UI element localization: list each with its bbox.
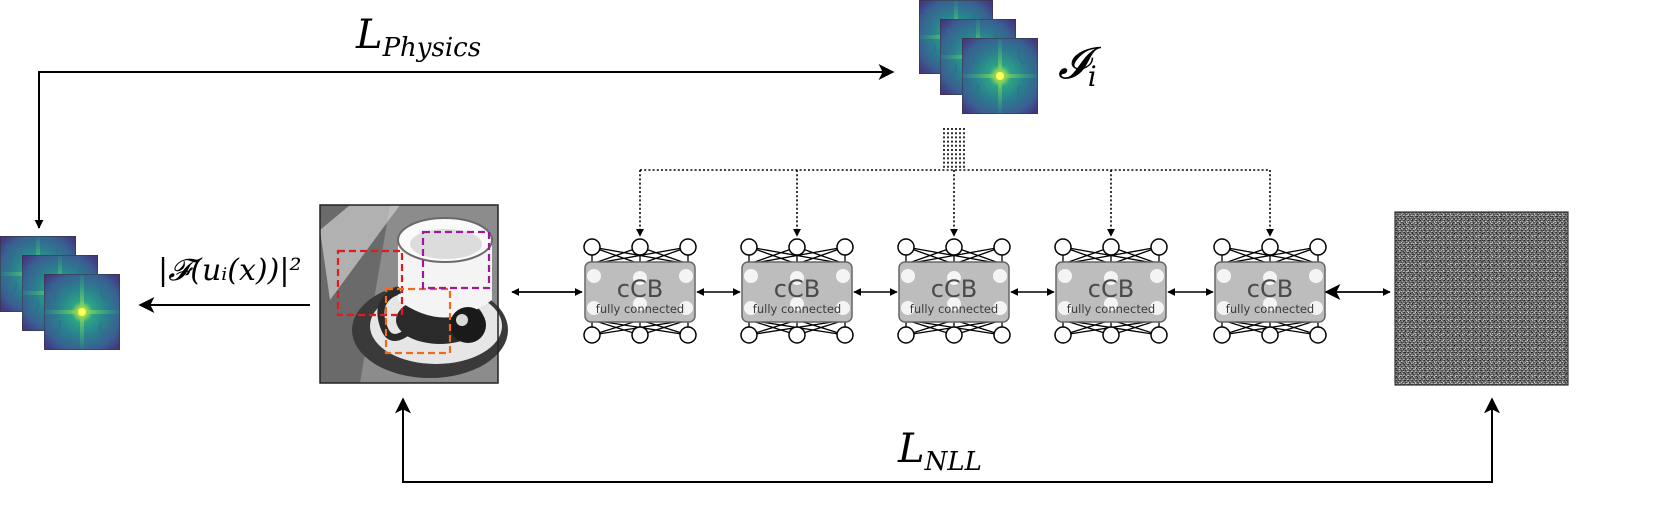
reconstructed-object-image [319,204,508,384]
ccb-subtitle: fully connected [753,302,841,316]
ccb-inner-nodes [744,269,850,315]
physics-loss-label: LPhysics [355,12,481,63]
nll-loss-arrow [395,397,1500,483]
ccb-title: cCB [617,275,663,303]
latent-noise-image [1394,211,1569,386]
ccb-inner-nodes [901,269,1007,315]
ccb-inner-nodes [587,269,693,315]
ccb-body [898,261,1010,323]
intensity-image-stack [919,0,1038,114]
predicted-intensity-stack [0,236,120,350]
ccb-body [584,261,696,323]
conditioning-connections [636,128,1274,237]
patch-purple [421,230,491,290]
ccb-subtitle: fully connected [1067,302,1155,316]
ccb-title: cCB [931,275,977,303]
ccb-outer-nodes [897,238,1011,344]
ccb-outer-nodes [740,238,854,344]
ccb-body [1055,261,1167,323]
ccb-title: cCB [1247,275,1293,303]
ccb-inner-nodes [1058,269,1164,315]
ccb-subtitle: fully connected [596,302,684,316]
ccb-title: cCB [774,275,820,303]
physics-loss-arrow [34,64,895,229]
ccb-body [741,261,853,323]
intensity-label: 𝓘i [1058,38,1102,93]
ccb-inner-nodes [1217,269,1323,315]
ccb-outer-nodes [1054,238,1168,344]
ccb-subtitle: fully connected [910,302,998,316]
ccb-outer-nodes [1213,238,1327,344]
forward-model-label: |𝓕(uᵢ(x))|² [158,253,301,288]
ccb-subtitle: fully connected [1226,302,1314,316]
patch-orange [384,287,452,355]
ccb-outer-nodes [583,238,697,344]
nll-loss-label: LNLL [897,426,982,477]
patch-red [336,249,404,317]
ccb-title: cCB [1088,275,1134,303]
